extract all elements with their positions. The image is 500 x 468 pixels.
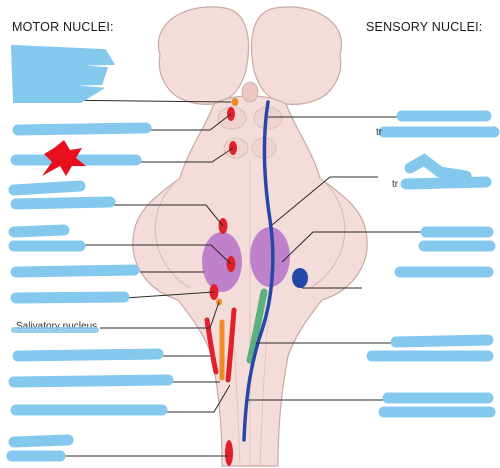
redaction-motor-8: [12, 348, 164, 362]
trigeminal-main-nucleus-right: [250, 227, 290, 287]
redaction-motor-6: [10, 264, 140, 278]
redaction-motor-4: [8, 180, 116, 210]
motor-label-salivatory-fragment: Salivatory nucleus: [16, 321, 98, 332]
right-peduncle: [309, 177, 346, 289]
hypoglossal-nucleus: [225, 307, 237, 383]
redaction-sensory-1: [378, 110, 500, 138]
leader-line-motor-2: [148, 113, 232, 131]
redaction-motor-9: [8, 374, 174, 388]
trigeminal-main-nucleus-left: [202, 232, 242, 292]
right-thalamus: [250, 6, 343, 105]
medulla-column-right: [259, 319, 269, 467]
redaction-motor-1: [10, 44, 116, 103]
leader-line-motor-11: [166, 384, 231, 413]
redaction-sensory-5: [366, 334, 494, 362]
redaction-sensory-6: [378, 392, 496, 418]
motor-nuclei-heading: MOTOR NUCLEI:: [12, 20, 114, 34]
leader-line-sensory-2: [271, 176, 378, 226]
vestibular-cochlear-nucleus: [292, 268, 308, 288]
redaction-motor-5: [8, 224, 86, 252]
sensory-nuclei-heading: SENSORY NUCLEI:: [366, 20, 483, 34]
leader-line-motor-5: [84, 244, 232, 265]
edinger-westphal-nucleus: [231, 98, 239, 106]
leader-line-motor-8: [100, 301, 220, 329]
redaction-motor-11: [6, 434, 74, 462]
leader-line-sensory-3: [281, 231, 426, 263]
leader-line-motor-4: [112, 204, 224, 227]
left-peduncle: [154, 177, 191, 289]
trigeminal-spinal-tract: [242, 100, 275, 442]
nucleus-ambiguus: [204, 317, 219, 375]
redaction-motor-2: [12, 122, 152, 136]
brainstem: [132, 6, 368, 467]
leader-line-motor-7: [125, 291, 215, 299]
spinal-accessory-nucleus: [225, 440, 233, 466]
leader-lines: [49, 99, 426, 457]
redaction-motor-7: [10, 291, 130, 304]
redaction-sensory-2: [400, 153, 492, 190]
solitary-nucleus: [246, 288, 268, 364]
redacted-sensory-labels: [366, 110, 500, 418]
redaction-sensory-3: [418, 226, 496, 252]
pineal-gland: [241, 81, 259, 103]
sensory-label-fragment-2: tr: [392, 179, 399, 190]
sensory-label-fragment-1: tr: [376, 127, 383, 138]
left-thalamus: [157, 6, 250, 105]
nuclei: [202, 98, 308, 466]
leader-line-motor-3: [140, 147, 234, 163]
red-cross-out-mark: [42, 140, 86, 176]
